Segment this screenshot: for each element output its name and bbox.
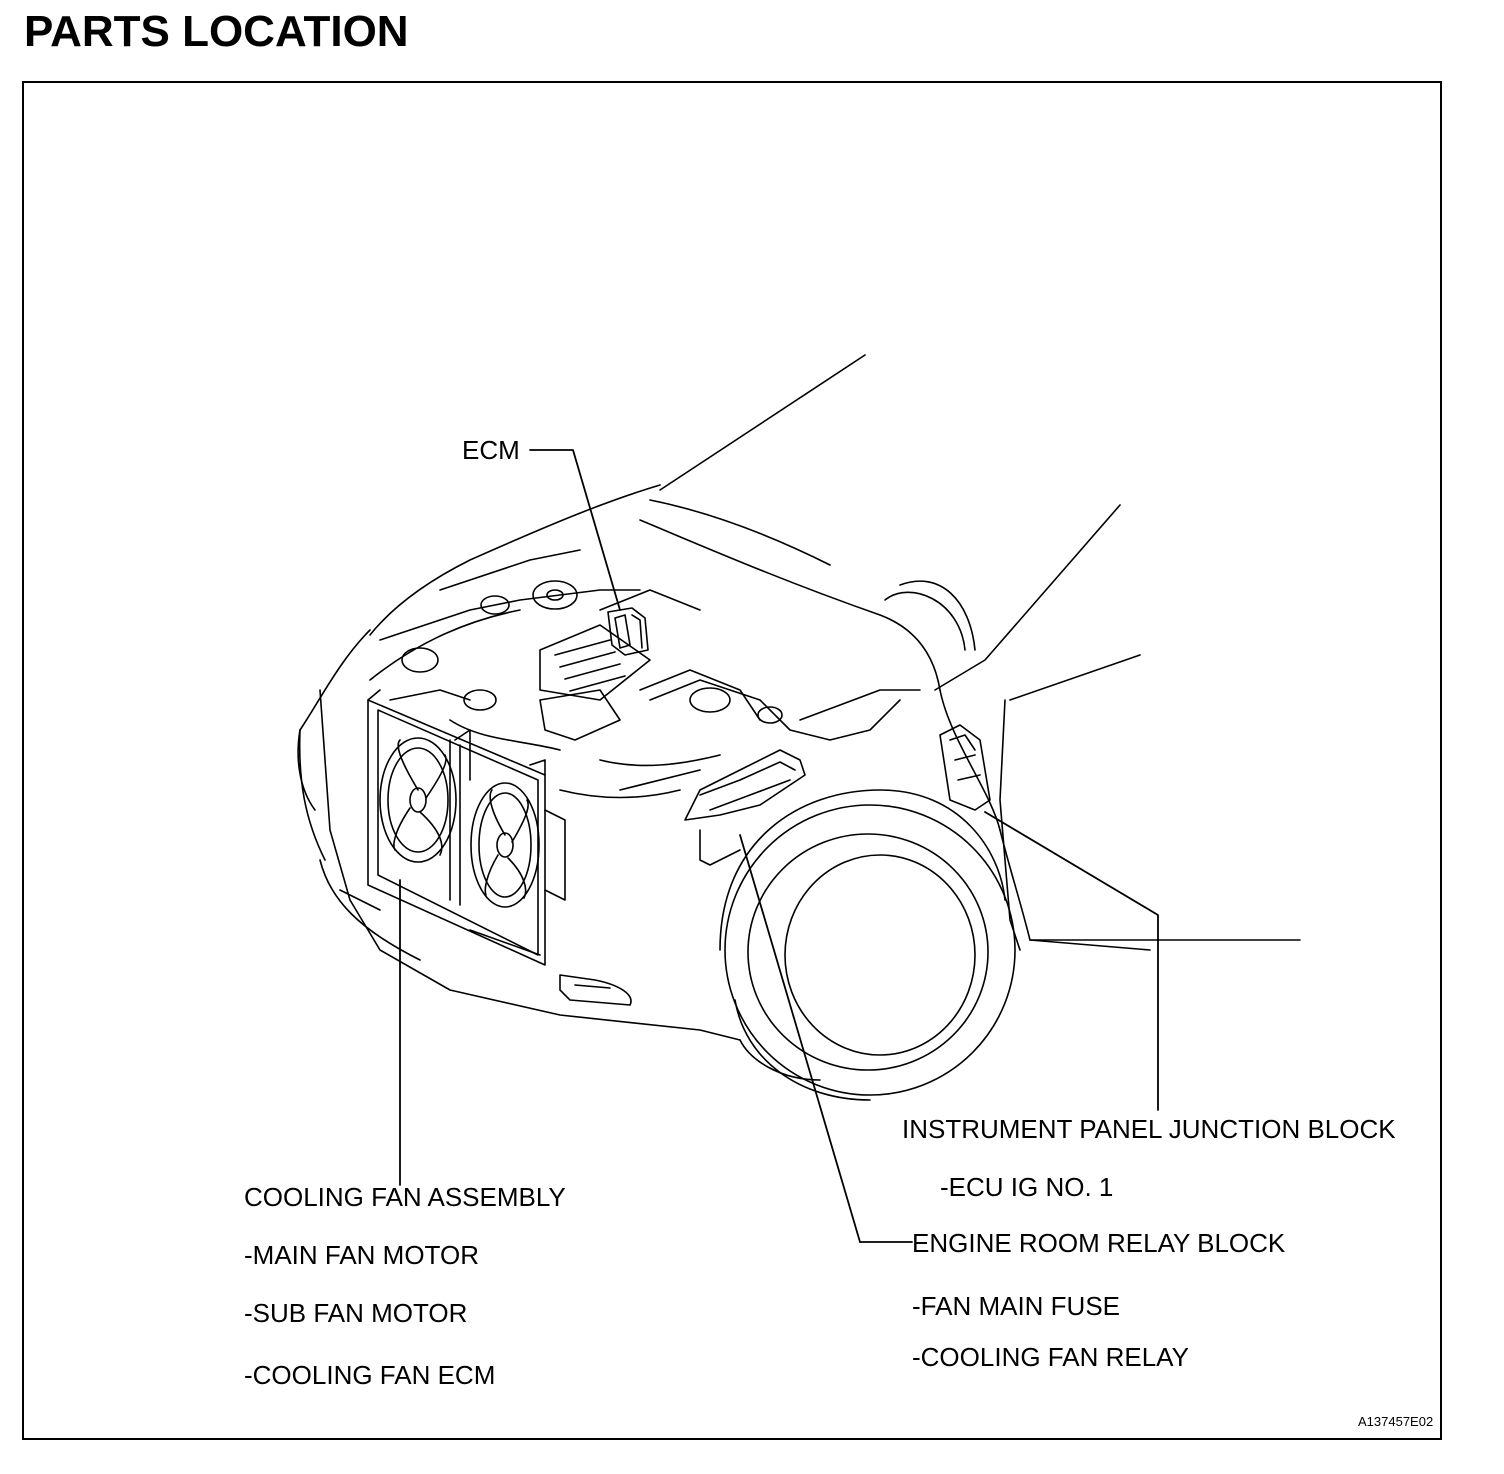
ecm-component	[607, 607, 649, 656]
page-title: PARTS LOCATION	[24, 7, 409, 56]
instrument-panel-junction-block	[939, 724, 991, 811]
engine-bay	[369, 549, 921, 799]
figure-code: A137457E02	[1358, 1414, 1434, 1429]
cooling-fan-assembly-label: COOLING FAN ASSEMBLY	[244, 1182, 566, 1212]
main-fan-motor-label: -MAIN FAN MOTOR	[244, 1240, 479, 1270]
cooling-fan-assembly	[367, 689, 566, 966]
ecu-ig-no1-label: -ECU IG NO. 1	[940, 1172, 1114, 1202]
front-wheel	[719, 789, 1016, 1101]
diagram-frame	[22, 81, 1442, 1440]
fan-main-fuse-label: -FAN MAIN FUSE	[912, 1291, 1121, 1321]
engine-room-relay-block-label: ENGINE ROOM RELAY BLOCK	[912, 1228, 1286, 1258]
leader-lines	[399, 449, 1159, 1243]
sub-fan-motor-label: -SUB FAN MOTOR	[244, 1298, 468, 1328]
instrument-panel-junction-block-label: INSTRUMENT PANEL JUNCTION BLOCK	[902, 1114, 1396, 1144]
cooling-fan-relay-label: -COOLING FAN RELAY	[912, 1342, 1189, 1372]
body-outline	[297, 484, 1301, 1081]
engine-room-relay-block	[684, 749, 806, 866]
ecm-label: ECM	[462, 435, 520, 465]
cooling-fan-ecm-label: -COOLING FAN ECM	[244, 1360, 496, 1390]
bumper-details	[339, 889, 632, 1006]
